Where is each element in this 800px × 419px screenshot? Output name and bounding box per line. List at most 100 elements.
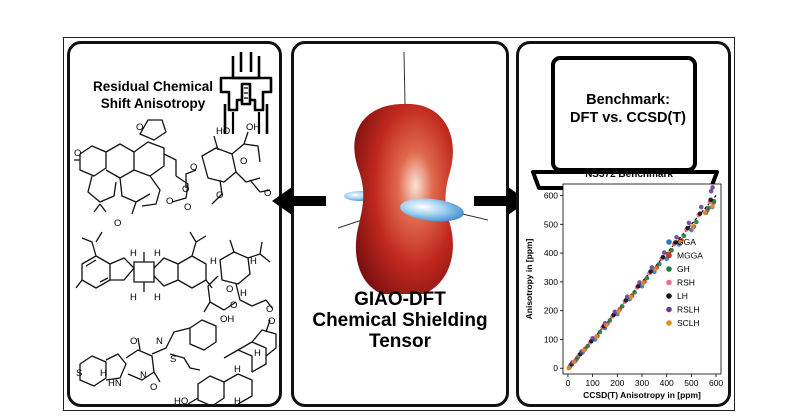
point-lh <box>660 254 666 260</box>
point-sclh <box>571 359 577 365</box>
point-gh <box>585 343 590 349</box>
mol-label-n2: N <box>140 370 147 381</box>
legend-label-rsh: RSH <box>677 278 695 288</box>
legend-marker-lh <box>666 293 672 299</box>
center-panel-tensor: GIAO-DFT Chemical Shielding Tensor <box>291 41 509 407</box>
mol-label-h9: H <box>234 364 241 375</box>
point-rslh <box>698 204 704 210</box>
point-rslh <box>686 220 692 226</box>
point-rslh <box>649 265 655 270</box>
benchmark-title: Benchmark: DFT vs. CCSD(T) <box>558 91 698 127</box>
molecule-steroid <box>187 319 277 404</box>
mol-label-h5: H <box>210 256 217 267</box>
x-tick-label: 400 <box>660 378 674 388</box>
legend-marker-rsh <box>666 279 672 286</box>
mol-label-o14: O <box>130 336 137 347</box>
point-rslh <box>708 188 714 194</box>
rcsa-title-line1: Residual Chemical <box>92 79 214 94</box>
mol-label-h10: H <box>254 348 261 359</box>
point-lh <box>708 197 713 203</box>
point-gh <box>644 275 650 281</box>
x-tick-label: 100 <box>586 378 600 388</box>
point-sclh <box>702 210 708 216</box>
point-gh <box>681 233 687 239</box>
y-axis-label: Anisotropy in [ppm] <box>524 238 534 319</box>
mol-label-s1: S <box>170 354 176 365</box>
mol-label-o16: O <box>268 316 275 327</box>
arrow-right <box>474 187 528 215</box>
mol-label-hn1: HN <box>108 378 122 389</box>
x-tick-label: 300 <box>635 378 649 388</box>
legend-label-gga: GGA <box>677 237 696 247</box>
point-sclh <box>640 280 646 286</box>
legend-label-gh: GH <box>677 264 690 274</box>
point-gga <box>676 242 682 247</box>
mol-label-o5: O <box>184 202 191 213</box>
point-rslh <box>710 185 715 190</box>
point-sclh <box>603 322 609 328</box>
alignment-device-icon <box>219 52 273 134</box>
mol-label-o1: O <box>74 148 81 159</box>
point-sclh <box>710 204 715 209</box>
x-tick-label: 500 <box>684 378 698 388</box>
mol-label-h3: H <box>130 292 137 303</box>
point-rslh <box>661 250 667 255</box>
tensor-lobe-right <box>400 198 464 222</box>
benchmark-title-line2: DFT vs. CCSD(T) <box>570 110 686 126</box>
molecule-bicyclic <box>185 131 271 205</box>
rcsa-title: Residual Chemical Shift Anisotropy <box>78 78 228 112</box>
mol-label-o13: O <box>266 304 273 315</box>
mol-label-o6: O <box>190 162 197 173</box>
arrow-left <box>272 187 326 215</box>
point-lh <box>623 298 629 303</box>
legend-label-mgga: MGGA <box>677 251 703 261</box>
point-sclh <box>566 365 571 371</box>
point-gh <box>669 247 674 253</box>
mol-label-h4: H <box>154 292 161 303</box>
mol-label-oh2: OH <box>220 314 234 325</box>
benchmark-title-line1: Benchmark: <box>586 92 670 108</box>
mol-label-o11: O <box>226 284 233 295</box>
y-tick-label: 100 <box>544 334 558 344</box>
point-gh <box>694 219 699 225</box>
legend-label-rslh: RSLH <box>677 305 700 315</box>
center-title-line2: Chemical Shielding <box>312 310 488 331</box>
point-sclh <box>628 294 634 300</box>
point-gh <box>706 205 711 211</box>
molecule-endoperoxide <box>203 239 273 313</box>
legend-label-sclh: SCLH <box>677 318 700 328</box>
molecule-spiro-indole <box>79 319 217 387</box>
y-tick-label: 600 <box>544 191 558 201</box>
left-panel-rcsa: Residual Chemical Shift Anisotropy <box>67 41 282 407</box>
point-lh <box>648 269 653 274</box>
chart-title: NS372 Benchmark <box>585 169 673 180</box>
point-rslh <box>637 280 642 285</box>
legend-marker-rslh <box>666 306 672 313</box>
point-sclh <box>594 334 599 339</box>
point-sclh <box>581 348 587 353</box>
y-tick-label: 0 <box>553 363 558 373</box>
mol-label-h11: H <box>234 396 241 404</box>
mol-label-o12: O <box>230 300 237 311</box>
molecule-cyclobutane-dimer <box>75 231 213 292</box>
y-tick-label: 500 <box>544 219 558 229</box>
point-rslh <box>624 294 630 300</box>
legend-marker-sclh <box>666 320 672 326</box>
mol-label-oh1: OH <box>246 122 260 133</box>
point-lh <box>635 283 641 289</box>
tensor-red-lobe <box>354 103 453 294</box>
mol-label-ho1: HO <box>216 126 230 137</box>
point-sclh <box>677 238 683 244</box>
point-lh <box>697 211 703 216</box>
mol-label-h6: H <box>240 288 247 299</box>
point-rslh <box>674 234 679 240</box>
molecule-structures: O O O O O O HO OH O O O O H H H H H H H … <box>74 119 277 404</box>
y-tick-label: 400 <box>544 248 558 258</box>
mol-label-o15: O <box>150 382 157 393</box>
center-title-line1: GIAO-DFT <box>354 289 446 310</box>
x-tick-label: 600 <box>709 378 723 388</box>
point-gh <box>607 318 613 323</box>
tensor-axis-top <box>403 51 406 105</box>
point-rslh <box>612 309 618 315</box>
